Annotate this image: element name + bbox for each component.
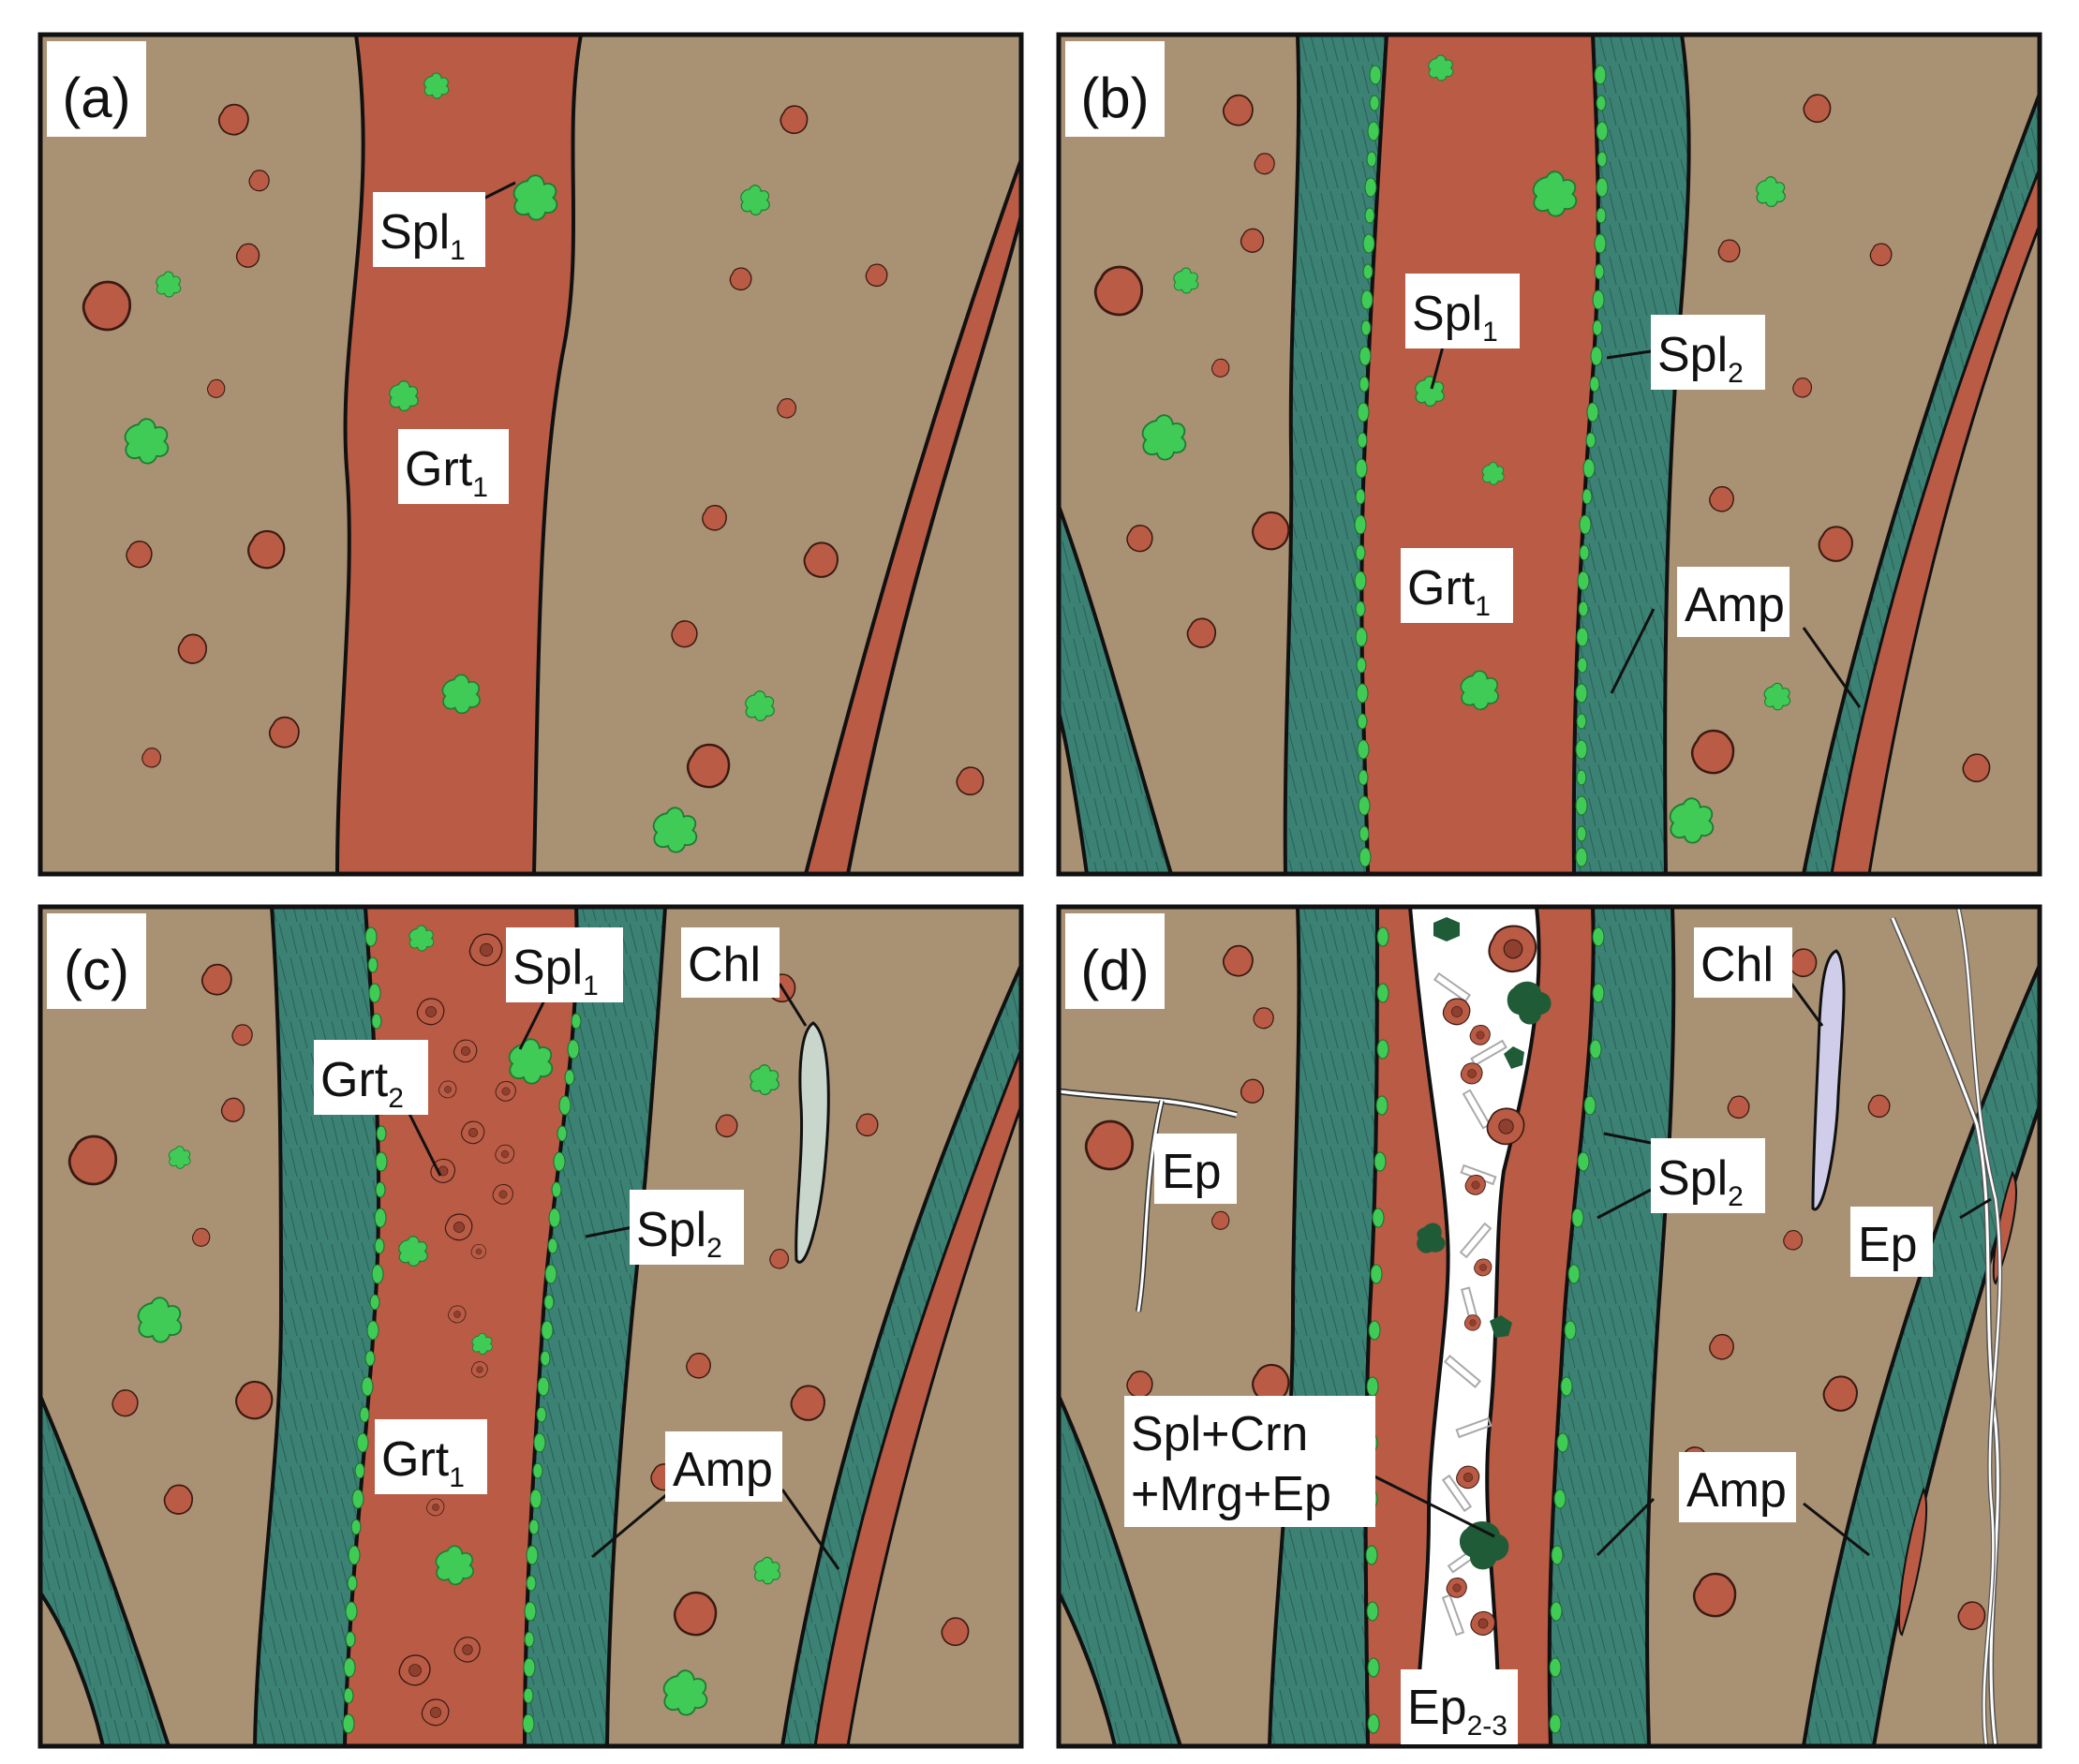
svg-text:Ep: Ep — [1162, 1145, 1222, 1199]
garnet-band-grt1 — [342, 907, 579, 1746]
label-spl1: Spl1 — [506, 927, 623, 1002]
panel-frame — [37, 32, 1024, 877]
chlorite-lens — [1811, 949, 1846, 1211]
amphibole-band-left-edge — [1059, 505, 1174, 874]
svg-text:(a): (a) — [62, 67, 130, 129]
svg-text:Amp: Amp — [673, 1443, 773, 1497]
panel-d: (d) Chl Ep Spl2 Ep Spl+Crn +Mrg+Ep Amp — [1056, 904, 2042, 1749]
svg-text:Spl1: Spl1 — [379, 205, 466, 266]
label-grt1: Grt1 — [375, 1419, 487, 1494]
panel-label-b: (b) — [1065, 41, 1165, 137]
panel-a: (a) Spl1 Grt1 — [37, 32, 1024, 877]
svg-text:Spl+Crn: Spl+Crn — [1131, 1407, 1308, 1461]
label-spl2: Spl2 — [630, 1190, 744, 1265]
panel-label-d: (d) — [1065, 913, 1165, 1009]
panel-frame — [1056, 904, 2042, 1749]
leader-lines — [1430, 346, 1862, 708]
label-ep2-3: Ep2-3 — [1401, 1669, 1518, 1744]
svg-text:Spl2: Spl2 — [636, 1203, 722, 1264]
svg-text:Chl: Chl — [688, 938, 761, 992]
label-amp: Amp — [665, 1431, 782, 1502]
svg-text:(d): (d) — [1080, 939, 1149, 1001]
label-ep-left: Ep — [1154, 1134, 1237, 1204]
label-spl1: Spl1 — [1405, 274, 1520, 348]
svg-text:Spl1: Spl1 — [512, 941, 599, 1001]
spinel2-rims — [1354, 65, 1609, 867]
svg-text:Amp: Amp — [1686, 1463, 1787, 1518]
svg-text:Grt1: Grt1 — [405, 442, 488, 503]
leader-lines — [1372, 983, 1992, 1557]
svg-text:Grt1: Grt1 — [1407, 561, 1491, 622]
svg-text:(b): (b) — [1080, 67, 1149, 129]
panel-frame — [37, 904, 1024, 1749]
label-ep-right: Ep — [1850, 1207, 1933, 1277]
svg-text:(c): (c) — [64, 939, 129, 1001]
spinel2-rims — [1365, 926, 1605, 1734]
label-amp: Amp — [1679, 1452, 1796, 1522]
panel-label-c: (c) — [47, 913, 146, 1009]
svg-text:Chl: Chl — [1700, 938, 1774, 992]
svg-text:Grt1: Grt1 — [381, 1432, 465, 1493]
label-grt1: Grt1 — [1401, 548, 1513, 623]
svg-text:+Mrg+Ep: +Mrg+Ep — [1131, 1467, 1331, 1521]
label-amp: Amp — [1677, 567, 1789, 637]
svg-text:Grt2: Grt2 — [320, 1053, 404, 1114]
garnet-vein-right — [813, 1048, 1021, 1746]
label-grt2: Grt2 — [314, 1040, 428, 1115]
label-spl1: Spl1 — [373, 192, 485, 267]
amphibole-band-left-edge — [40, 1395, 171, 1746]
garnet-lens — [1898, 1487, 1928, 1637]
panel-frame — [1056, 32, 2042, 877]
label-chl: Chl — [1694, 927, 1792, 998]
label-spl2: Spl2 — [1651, 315, 1765, 390]
panel-label-a: (a) — [47, 41, 146, 137]
label-spl2: Spl2 — [1651, 1138, 1765, 1213]
svg-text:Spl1: Spl1 — [1412, 287, 1498, 348]
svg-text:Spl2: Spl2 — [1657, 1151, 1744, 1212]
garnet-vein-right — [1830, 168, 2040, 874]
svg-text:Amp: Amp — [1685, 578, 1785, 632]
epidote-veins — [1059, 907, 2003, 1746]
svg-text:Ep2-3: Ep2-3 — [1407, 1681, 1507, 1742]
garnet-vein-right — [803, 158, 1021, 874]
panel-c: (c) Spl1 Chl Grt2 Spl2 Grt1 Amp — [37, 904, 1024, 1749]
svg-text:Spl2: Spl2 — [1657, 328, 1744, 389]
label-assemblage: Spl+Crn +Mrg+Ep — [1124, 1396, 1375, 1527]
label-chl: Chl — [681, 927, 780, 998]
vein-inclusions — [1417, 917, 1552, 1726]
svg-text:Ep: Ep — [1858, 1218, 1918, 1272]
label-grt1: Grt1 — [398, 429, 509, 504]
panel-b: (b) Spl1 Spl2 Grt1 Amp — [1056, 32, 2042, 877]
chlorite-lens — [794, 1021, 830, 1264]
amphibole-band-left-edge — [1059, 1395, 1183, 1746]
garnet-band-grt1 — [1359, 35, 1600, 874]
